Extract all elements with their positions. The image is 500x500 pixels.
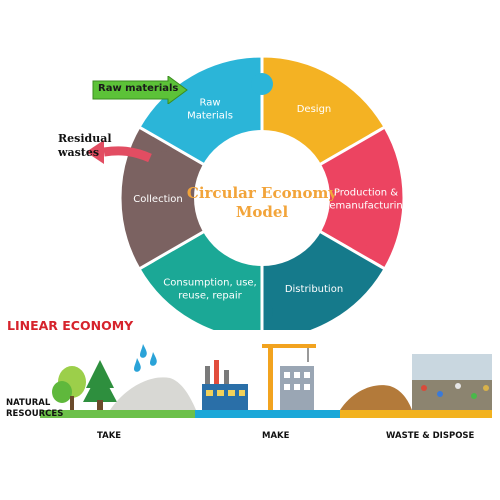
soil-pile-icon xyxy=(340,385,412,410)
natural-resources-line2: RESOURCES xyxy=(6,409,64,419)
natural-resources-label: NATURAL RESOURCES xyxy=(6,398,63,420)
factory-icon xyxy=(202,360,248,410)
make-bar xyxy=(195,410,340,418)
wheel-center xyxy=(194,130,330,266)
residual-wastes-arrow-head xyxy=(86,140,104,164)
segment-label-production-remanufacturing: Production &Remanufacturing xyxy=(323,188,409,212)
stage-waste-dispose: WASTE & DISPOSE xyxy=(386,431,475,441)
water-drops-icon xyxy=(134,344,157,372)
take-bar xyxy=(40,410,195,418)
linear-economy-illustration xyxy=(40,344,492,418)
residual-wastes-label: Residual wastes xyxy=(58,132,112,160)
raw-materials-arrow xyxy=(92,76,188,104)
circular-economy-wheel: Circular Economy Model DesignProduction … xyxy=(86,56,409,330)
natural-resources-line1: NATURAL xyxy=(6,398,51,408)
center-title-line1: Circular Economy xyxy=(187,184,338,202)
segment-label-collection: Collection xyxy=(133,194,182,205)
center-title-line2: Model xyxy=(236,203,289,221)
residual-wastes-line1: Residual xyxy=(58,132,112,145)
sand-pile-icon xyxy=(110,377,196,410)
stage-take: TAKE xyxy=(97,431,122,441)
waste-dispose-bar xyxy=(340,410,492,418)
trees-icon xyxy=(52,360,117,410)
segment-label-distribution: Distribution xyxy=(285,284,343,295)
residual-wastes-arrow-shaft xyxy=(103,146,152,163)
raw-materials-arrow-label: Raw materials xyxy=(98,83,179,94)
segment-label-design: Design xyxy=(297,104,332,115)
residual-wastes-line2: wastes xyxy=(58,146,100,159)
crane-building-icon xyxy=(262,344,316,410)
linear-economy-title: LINEAR ECONOMY xyxy=(7,318,134,333)
puzzle-knob-raw-materials xyxy=(251,73,273,95)
stage-make: MAKE xyxy=(262,431,290,441)
landfill-icon xyxy=(412,354,492,410)
segment-label-consumption-use-reuse-repair: Consumption, use,reuse, repair xyxy=(163,278,256,302)
